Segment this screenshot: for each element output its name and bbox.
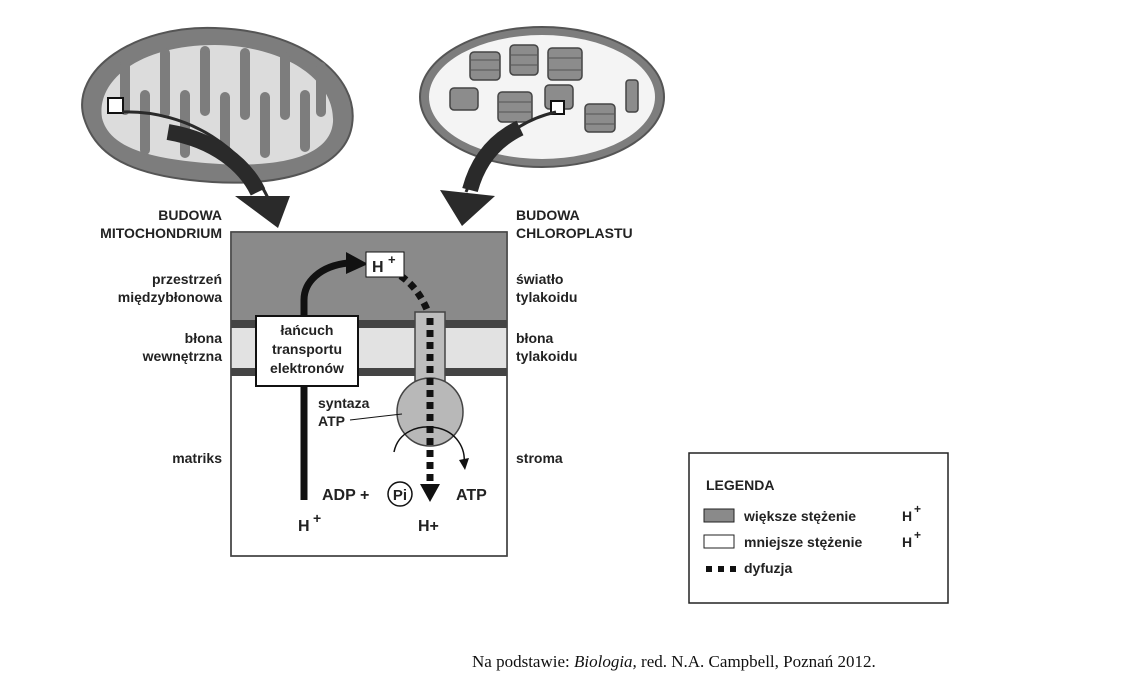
h-plus-top: H: [372, 259, 384, 276]
label-inner-membrane-2: wewnętrzna: [142, 348, 223, 364]
chloroplast-illustration: [419, 26, 665, 168]
h-plus-bottom-right: H+: [418, 518, 439, 535]
legend-lower-h: H: [902, 534, 912, 550]
h-plus-top-sup: +: [388, 252, 396, 267]
label-thylakoid-membrane-2: tylakoidu: [516, 348, 577, 364]
mito-title-2: MITOCHONDRIUM: [100, 225, 222, 241]
label-lumen-1: światło: [516, 271, 563, 287]
pi-label: Pi: [393, 487, 407, 504]
h-plus-top-box: [365, 251, 405, 278]
legend-lower-label: mniejsze stężenie: [744, 534, 862, 550]
adp-label: ADP +: [322, 487, 369, 504]
h-plus-bottom-left-sup: +: [313, 510, 321, 526]
h-plus-bottom-left: H: [298, 518, 310, 535]
label-intermembrane-2: międzybłonowa: [118, 289, 222, 305]
chloro-title-1: BUDOWA: [516, 207, 580, 223]
source-citation: Na podstawie: Biologia, red. N.A. Campbe…: [472, 652, 876, 671]
membrane-schematic: łańcuch transportu elektronów H + syntaz…: [230, 231, 508, 557]
legend-swatch-lower: [703, 534, 735, 549]
mitochondrion-labels: BUDOWA MITOCHONDRIUM przestrzeń międzybł…: [100, 207, 222, 466]
legend-higher-h: H: [902, 508, 912, 524]
legend-title: LEGENDA: [706, 477, 774, 493]
legend-lower-sup: +: [914, 528, 921, 542]
legend: LEGENDA większe stężenie H + mniejsze st…: [688, 452, 949, 604]
diffusion-arrowhead: [420, 484, 440, 502]
legend-diffusion-label: dyfuzja: [744, 560, 792, 576]
legend-swatch-higher: [703, 508, 735, 523]
electron-transport-chain-box: [255, 315, 359, 387]
atp-synthase-label-2: ATP: [318, 413, 345, 429]
atp-label: ATP: [456, 487, 487, 504]
mitochondrion-illustration: [81, 26, 354, 184]
label-stroma: stroma: [516, 450, 563, 466]
legend-diffusion-marker: [706, 566, 736, 572]
label-thylakoid-membrane-1: błona: [516, 330, 554, 346]
chloro-title-2: CHLOROPLASTU: [516, 225, 633, 241]
chloroplast-zoom-arrow: [440, 110, 557, 226]
etc-label-line2: transportu: [272, 341, 342, 357]
atp-synthase-label-1: syntaza: [318, 395, 370, 411]
legend-higher-label: większe stężenie: [743, 508, 856, 524]
mitochondrion-zoom-arrow: [121, 110, 290, 228]
etc-label-line3: elektronów: [270, 360, 344, 376]
legend-box: [688, 452, 949, 604]
mito-title-1: BUDOWA: [158, 207, 222, 223]
legend-higher-sup: +: [914, 502, 921, 516]
label-intermembrane-1: przestrzeń: [152, 271, 222, 287]
etc-label-line1: łańcuch: [281, 322, 334, 338]
label-matrix: matriks: [172, 450, 222, 466]
pi-circle: [387, 481, 413, 507]
label-inner-membrane-1: błona: [185, 330, 223, 346]
chloroplast-labels: BUDOWA CHLOROPLASTU światło tylakoidu bł…: [516, 207, 633, 466]
label-lumen-2: tylakoidu: [516, 289, 577, 305]
